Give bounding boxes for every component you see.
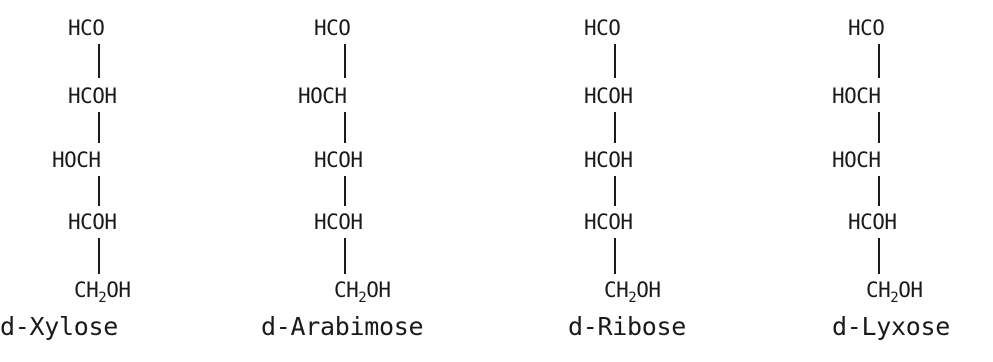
group-c2: HCOH — [584, 84, 633, 108]
bond-c3-c4 — [878, 176, 880, 206]
group-c1: HCO — [584, 16, 621, 40]
bond-c1-c2 — [878, 44, 880, 78]
bond-c4-c5 — [98, 238, 100, 274]
bond-c4-c5 — [614, 238, 616, 274]
group-c1: HCO — [314, 16, 351, 40]
structure-d-ribose: HCO HCOH HCOH HCOH CH2OH d-Ribose — [568, 0, 776, 362]
group-c2: HOCH — [832, 84, 881, 108]
group-c4: HCOH — [584, 210, 633, 234]
bond-c3-c4 — [614, 176, 616, 206]
sugar-name: d-Lyxose — [832, 312, 951, 341]
structure-d-lyxose: HCO HOCH HOCH HCOH CH2OH d-Lyxose — [790, 0, 990, 362]
group-c4: HCOH — [68, 210, 117, 234]
group-c2: HOCH — [298, 84, 347, 108]
bond-c3-c4 — [98, 176, 100, 206]
group-c5: CH2OH — [604, 278, 661, 306]
group-c1: HCO — [848, 16, 885, 40]
sugar-name: d-Ribose — [568, 312, 687, 341]
sugar-name: d-Arabimose — [261, 312, 424, 341]
group-c3: HOCH — [52, 148, 101, 172]
group-c4: HCOH — [314, 210, 363, 234]
bond-c2-c3 — [614, 112, 616, 143]
group-c1: HCO — [68, 16, 105, 40]
bond-c1-c2 — [98, 44, 100, 78]
bond-c2-c3 — [344, 112, 346, 143]
structure-d-xylose: HCO HCOH HOCH HCOH CH2OH d-Xylose — [0, 0, 260, 362]
group-c5: CH2OH — [866, 278, 923, 306]
bond-c1-c2 — [344, 44, 346, 78]
bond-c2-c3 — [98, 112, 100, 143]
group-c5: CH2OH — [74, 278, 131, 306]
bond-c1-c2 — [614, 44, 616, 78]
bond-c3-c4 — [344, 176, 346, 206]
group-c2: HCOH — [68, 84, 117, 108]
structure-d-arabimose: HCO HOCH HCOH HCOH CH2OH d-Arabimose — [261, 0, 498, 362]
bond-c4-c5 — [878, 238, 880, 274]
group-c4: HCOH — [848, 210, 897, 234]
sugar-name: d-Xylose — [0, 312, 119, 341]
group-c3: HOCH — [832, 148, 881, 172]
group-c5: CH2OH — [334, 278, 391, 306]
bond-c2-c3 — [878, 112, 880, 143]
group-c3: HCOH — [314, 148, 363, 172]
bond-c4-c5 — [344, 238, 346, 274]
group-c3: HCOH — [584, 148, 633, 172]
